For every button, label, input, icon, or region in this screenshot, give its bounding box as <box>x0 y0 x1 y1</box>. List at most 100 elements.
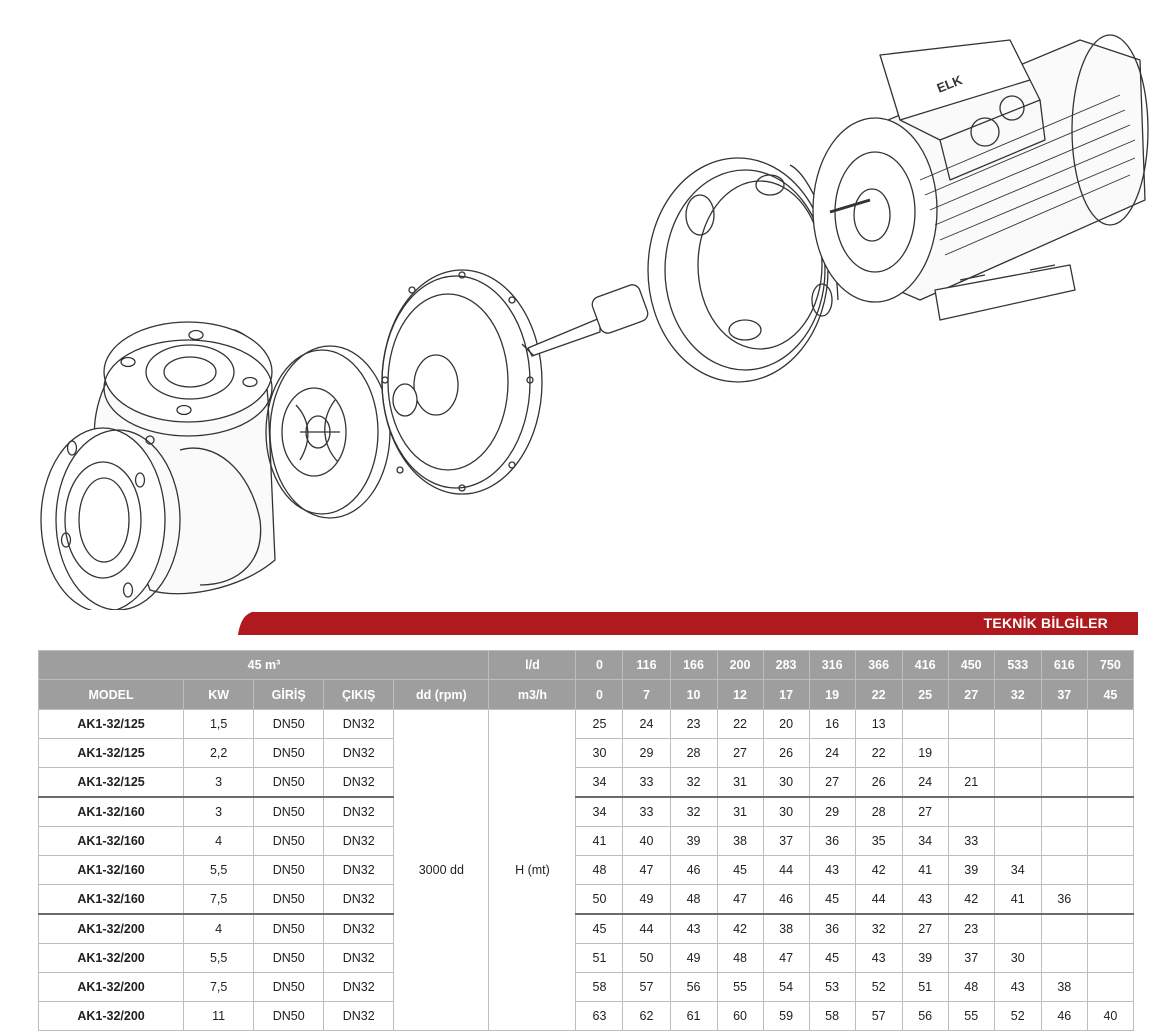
head-value-cell: 33 <box>622 767 671 798</box>
inlet-cell: DN50 <box>253 767 325 798</box>
head-value-cell: 22 <box>854 738 903 768</box>
head-value-cell: 24 <box>808 738 856 768</box>
head-value-cell: 56 <box>669 972 718 1002</box>
head-value-cell: 13 <box>854 709 903 739</box>
head-value-cell: 36 <box>808 826 856 856</box>
head-value-cell: 27 <box>808 767 856 798</box>
head-value-cell: 24 <box>901 767 949 798</box>
head-value-cell <box>1040 913 1088 944</box>
head-value-cell: 38 <box>716 826 764 856</box>
outlet-cell: DN32 <box>323 826 395 856</box>
head-value-cell: 46 <box>669 855 718 885</box>
head-value-cell: 31 <box>716 796 764 827</box>
kw-cell: 3 <box>183 796 255 827</box>
head-value-cell: 46 <box>762 884 810 915</box>
head-value-cell: 47 <box>716 884 764 915</box>
flow-ld-value: 616 <box>1040 650 1088 680</box>
head-value-cell: 43 <box>808 855 856 885</box>
head-value-cell: 48 <box>716 943 764 973</box>
head-value-cell: 32 <box>669 796 718 827</box>
head-value-cell: 23 <box>669 709 718 739</box>
head-value-cell: 28 <box>854 796 903 827</box>
col-unit-ld: l/d <box>488 650 577 680</box>
head-value-cell: 34 <box>901 826 949 856</box>
head-value-cell: 29 <box>622 738 671 768</box>
head-value-cell: 27 <box>901 913 949 944</box>
head-value-cell: 45 <box>716 855 764 885</box>
outlet-cell: DN32 <box>323 884 395 915</box>
flow-m3h-value: 17 <box>762 679 810 710</box>
inlet-cell: DN50 <box>253 1001 325 1031</box>
head-value-cell: 45 <box>575 913 624 944</box>
model-cell: AK1-32/160 <box>37 796 185 827</box>
head-value-cell <box>1086 796 1135 827</box>
head-value-cell: 42 <box>854 855 903 885</box>
head-value-cell <box>901 709 949 739</box>
model-cell: AK1-32/125 <box>37 709 185 739</box>
head-value-cell <box>1086 826 1135 856</box>
head-value-cell: 45 <box>808 884 856 915</box>
col-model: MODEL <box>37 679 185 710</box>
head-value-cell <box>993 826 1042 856</box>
inlet-cell: DN50 <box>253 738 325 768</box>
head-value-cell: 49 <box>669 943 718 973</box>
head-value-cell <box>1040 855 1088 885</box>
kw-cell: 7,5 <box>183 884 255 915</box>
inlet-cell: DN50 <box>253 913 325 944</box>
model-cell: AK1-32/200 <box>37 913 185 944</box>
flow-ld-value: 533 <box>993 650 1042 680</box>
head-value-cell: 40 <box>1086 1001 1135 1031</box>
head-value-cell <box>1086 913 1135 944</box>
head-value-cell: 26 <box>854 767 903 798</box>
head-value-cell: 23 <box>947 913 995 944</box>
head-value-cell: 30 <box>575 738 624 768</box>
head-value-cell: 35 <box>854 826 903 856</box>
head-value-cell: 48 <box>669 884 718 915</box>
kw-cell: 5,5 <box>183 943 255 973</box>
flow-m3h-value: 25 <box>901 679 949 710</box>
head-value-cell: 57 <box>622 972 671 1002</box>
col-speed: dd (rpm) <box>393 679 490 710</box>
head-value-cell: 39 <box>947 855 995 885</box>
head-value-cell: 59 <box>762 1001 810 1031</box>
head-value-cell: 56 <box>901 1001 949 1031</box>
model-cell: AK1-32/125 <box>37 738 185 768</box>
flow-ld-value: 116 <box>622 650 671 680</box>
kw-cell: 4 <box>183 913 255 944</box>
inlet-cell: DN50 <box>253 796 325 827</box>
flow-ld-value: 366 <box>854 650 903 680</box>
head-value-cell: 54 <box>762 972 810 1002</box>
kw-cell: 7,5 <box>183 972 255 1002</box>
head-value-cell: 37 <box>762 826 810 856</box>
head-value-cell: 48 <box>575 855 624 885</box>
head-value-cell <box>1086 709 1135 739</box>
head-value-cell: 34 <box>575 767 624 798</box>
head-value-cell <box>993 738 1042 768</box>
capacity-header: 45 m³ <box>37 650 490 680</box>
head-value-cell: 20 <box>762 709 810 739</box>
head-value-cell: 32 <box>669 767 718 798</box>
model-cell: AK1-32/160 <box>37 826 185 856</box>
head-value-cell: 41 <box>993 884 1042 915</box>
head-value-cell <box>1040 709 1088 739</box>
head-value-cell <box>947 709 995 739</box>
kw-cell: 11 <box>183 1001 255 1031</box>
head-value-cell: 50 <box>575 884 624 915</box>
inlet-cell: DN50 <box>253 943 325 973</box>
col-kw: KW <box>183 679 255 710</box>
kw-cell: 2,2 <box>183 738 255 768</box>
head-value-cell: 61 <box>669 1001 718 1031</box>
electric-motor <box>812 34 1149 321</box>
head-value-cell: 31 <box>716 767 764 798</box>
flow-ld-value: 200 <box>716 650 764 680</box>
back-cover <box>381 269 543 495</box>
inlet-cell: DN50 <box>253 855 325 885</box>
head-value-cell: 30 <box>993 943 1042 973</box>
head-value-cell: 34 <box>993 855 1042 885</box>
kw-cell: 5,5 <box>183 855 255 885</box>
head-value-cell: 28 <box>669 738 718 768</box>
